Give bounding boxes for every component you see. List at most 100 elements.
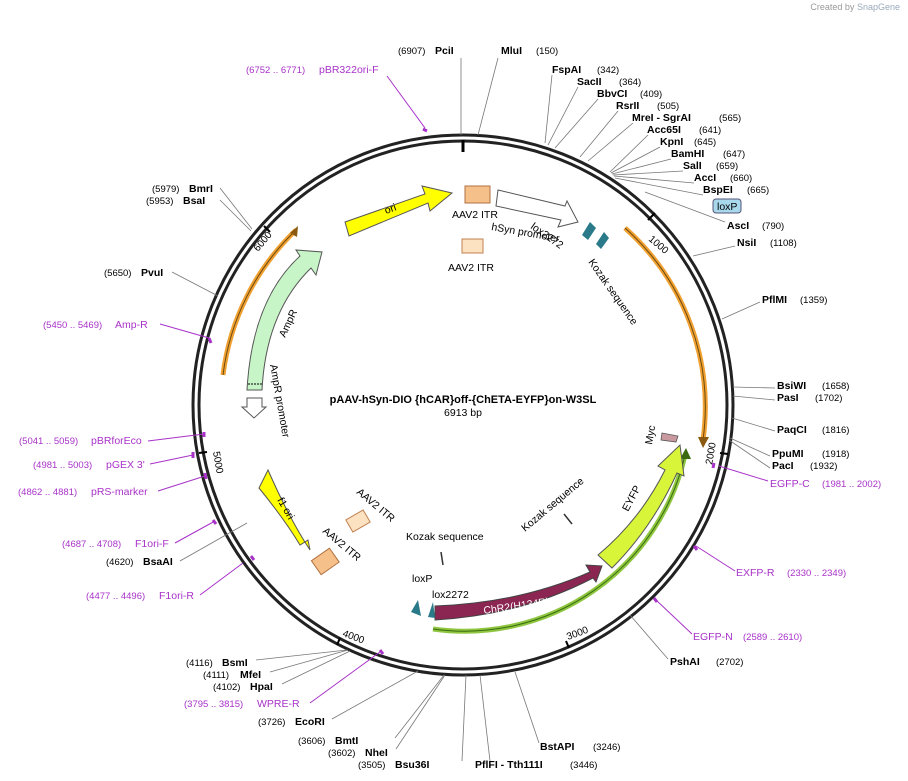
tick-mark-3000	[565, 640, 570, 649]
leader-bstapi	[514, 671, 540, 744]
feature-green-arc-core	[432, 454, 686, 632]
enzyme-name-bbvci: BbvCI	[597, 88, 627, 100]
leader-rsrii	[579, 110, 619, 158]
primer-name-prs-marker: pRS-marker	[91, 486, 148, 498]
enzyme-name-nhei: NheI	[365, 747, 388, 759]
leader-bsu36i	[461, 674, 467, 762]
enzyme-pos-pflfi-tth111i: (3446)	[570, 760, 597, 771]
enzyme-pos-bmri: (5979)	[152, 184, 179, 195]
enzyme-pos-rsrii: (505)	[657, 101, 679, 112]
feature-aav2-itr-4[interactable]	[310, 547, 340, 576]
enzyme-name-mfei: MfeI	[240, 669, 261, 681]
enzyme-pos-kpni: (645)	[694, 137, 716, 148]
leader-mrei	[587, 122, 634, 162]
leader-bspei	[614, 177, 704, 196]
enzyme-pos-pcii: (6907)	[398, 46, 425, 57]
enzyme-name-bsiwi: BsiWI	[777, 380, 806, 392]
enzyme-name-pvui: PvuI	[141, 267, 163, 279]
enzyme-pos-hpai: (4102)	[213, 682, 240, 693]
leader-acci	[613, 175, 695, 184]
feature-hsyn-promoter[interactable]	[495, 189, 579, 228]
primer-pos-exfp-r: (2330 .. 2349)	[787, 568, 846, 579]
feature-ori[interactable]	[344, 185, 454, 237]
feature-ampr[interactable]	[246, 249, 323, 391]
feature-chr2[interactable]	[434, 564, 603, 621]
primer-name-f1ori-r: F1ori-R	[159, 590, 194, 602]
plasmid-length: 6913 bp	[444, 407, 482, 419]
label-ori: ori	[383, 202, 398, 217]
feature-eyfp[interactable]	[597, 443, 685, 569]
leader-sacii	[547, 86, 579, 146]
leader-pbr322ori-f	[386, 75, 426, 129]
leader-bbvci	[554, 98, 599, 149]
enzyme-pos-bsmi: (4116)	[186, 658, 213, 669]
tick-2000: 2000	[704, 441, 719, 465]
enzyme-name-ecori: EcoRI	[295, 716, 325, 728]
leader-egfp-c	[718, 465, 769, 482]
enzyme-name-bamhi: BamHI	[671, 148, 704, 160]
leader-paci	[728, 439, 771, 469]
enzyme-pos-sacii: (364)	[619, 77, 641, 88]
enzyme-pos-asci: (790)	[762, 221, 784, 232]
label-kozak-bottom: Kozak sequence	[406, 531, 484, 543]
leader-wpre-r	[309, 651, 381, 704]
enzyme-pos-bsai: (5953)	[146, 196, 173, 207]
enzyme-name-bsai: BsaI	[183, 195, 205, 207]
feature-loxp-marker-bottom[interactable]	[411, 600, 421, 616]
primer-name-egfp-n: EGFP-N	[693, 631, 733, 643]
tick-mark-5000	[198, 451, 208, 454]
feature-aav2-itr-1[interactable]	[464, 185, 491, 204]
feature-orange-arc[interactable]	[623, 226, 708, 441]
enzyme-name-ppumi: PpuMI	[772, 448, 804, 460]
enzyme-pos-bspei: (665)	[747, 185, 769, 196]
mark-amp-r	[207, 337, 213, 344]
primer-pos-f1ori-r: (4477 .. 4496)	[86, 591, 145, 602]
feature-loxp-marker-top[interactable]	[596, 232, 609, 249]
kozak-mark-right	[563, 513, 573, 525]
enzyme-name-bspei: BspEI	[703, 184, 733, 196]
tick-marks	[198, 212, 729, 649]
label-loxp-box: loxP	[717, 201, 737, 213]
primer-pos-pgex3: (4981 .. 5003)	[33, 460, 92, 471]
enzyme-name-bmri: BmrI	[189, 183, 213, 195]
mark-f1ori-r	[249, 555, 256, 561]
primer-pos-pbr322ori-f: (6752 .. 6771)	[246, 65, 305, 76]
orange-arc-arrowhead	[698, 437, 709, 448]
primer-name-exfp-r: EXFP-R	[736, 567, 775, 579]
enzyme-pos-sali: (659)	[716, 161, 738, 172]
feature-lox2272-marker-top[interactable]	[582, 222, 596, 240]
feature-loxp-box[interactable]	[712, 198, 742, 214]
label-aav2-itr-1: AAV2 ITR	[452, 209, 498, 221]
leader-mlui	[477, 57, 499, 136]
tick-mark-4000	[336, 637, 341, 646]
enzyme-leaders	[171, 57, 776, 762]
primer-marks	[191, 127, 716, 655]
feature-myc[interactable]	[660, 432, 679, 443]
enzyme-pos-mfei: (4111)	[203, 670, 229, 681]
mark-f1ori-f	[211, 519, 218, 525]
enzyme-pos-bbvci: (409)	[640, 89, 662, 100]
enzyme-name-nsii: NsiI	[737, 237, 756, 249]
mark-exfp-r	[692, 545, 699, 551]
feature-aav2-itr-3[interactable]	[345, 509, 371, 533]
enzyme-pos-bsaai: (4620)	[106, 557, 133, 568]
credit-brand: SnapGene	[856, 2, 900, 12]
enzyme-name-bstapi: BstAPI	[540, 741, 575, 753]
enzyme-name-bmti: BmtI	[335, 735, 358, 747]
enzyme-pos-acci: (660)	[730, 173, 752, 184]
enzyme-name-acc65i: Acc65I	[647, 124, 681, 136]
enzyme-labels: (6907) PciI MluI (150) FspAI (342) SacII…	[104, 45, 849, 771]
primer-leaders	[147, 75, 769, 704]
feature-aav2-itr-2[interactable]	[461, 238, 484, 254]
enzyme-name-pflfi-tth111i: PflFI - Tth111I	[475, 759, 543, 771]
feature-lox2272-marker-bottom[interactable]	[428, 602, 435, 618]
enzyme-name-sali: SalI	[683, 160, 702, 172]
feature-f1-ori[interactable]	[258, 468, 311, 551]
leader-f1ori-f	[174, 520, 216, 544]
enzyme-pos-paci: (1932)	[810, 461, 837, 472]
leader-bmti	[394, 674, 445, 739]
feature-ampr-promoter[interactable]	[240, 397, 268, 419]
leader-pvui	[171, 271, 219, 297]
label-lox2272-bottom: lox2272	[432, 589, 469, 601]
primer-pos-amp-r: (5450 .. 5469)	[43, 320, 102, 331]
